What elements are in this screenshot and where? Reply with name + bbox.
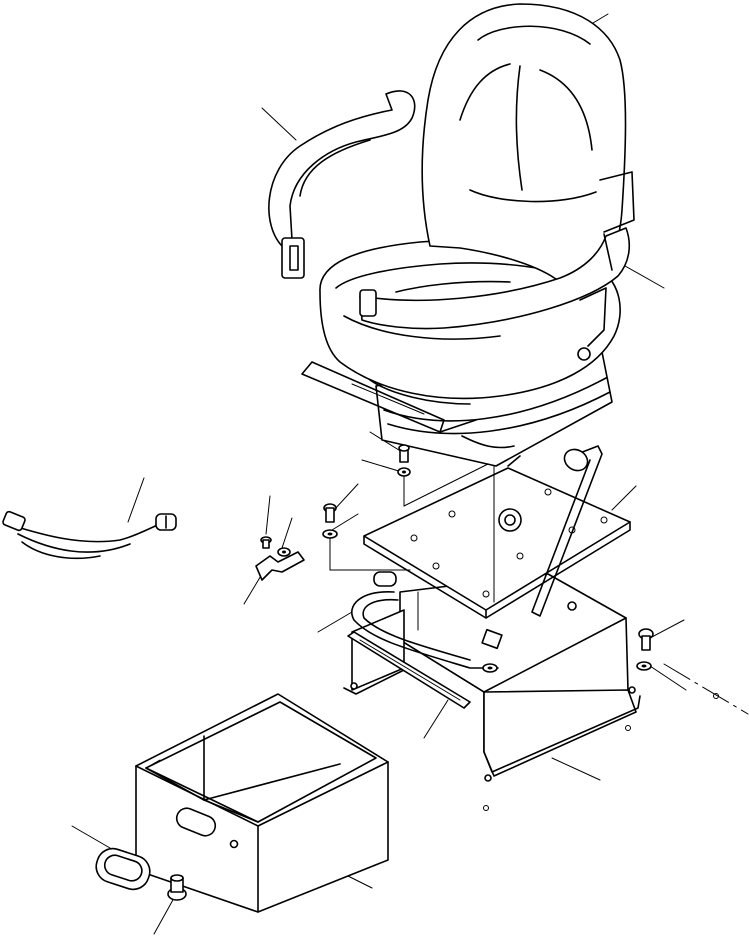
washer-low xyxy=(482,663,498,673)
box-handle xyxy=(95,847,151,891)
right-armrest xyxy=(359,227,631,361)
mount-bolt-right xyxy=(638,628,654,651)
leader-clamp xyxy=(243,573,263,605)
leader-armrest xyxy=(617,261,665,289)
leader-harness xyxy=(127,477,145,523)
leader-handle xyxy=(71,825,111,849)
wire-harness xyxy=(2,510,177,560)
seat-belt xyxy=(268,90,416,279)
leader-clamp-nut xyxy=(281,517,293,549)
washer-top xyxy=(397,467,411,477)
clamp-screw xyxy=(260,536,272,549)
clamp xyxy=(255,551,305,581)
leader-box-screw xyxy=(153,897,175,935)
leader-mount-plate xyxy=(611,485,637,511)
mount-bolt-mid xyxy=(323,503,337,523)
leader-washer-top xyxy=(361,459,403,473)
leader-bolt-top xyxy=(369,431,403,453)
leader-rail xyxy=(423,699,449,739)
leader-clamp-screw xyxy=(265,495,271,535)
leader-bolt-mid xyxy=(333,483,359,511)
washer-right xyxy=(636,661,652,671)
leader-lever xyxy=(317,611,353,633)
mount-bolt-top xyxy=(398,444,410,463)
seat-stand xyxy=(343,573,719,811)
clamp-nut xyxy=(277,547,291,557)
box-screw xyxy=(167,874,187,901)
mount-plate xyxy=(363,467,631,619)
leader-washer-mid xyxy=(331,513,359,531)
washer-mid xyxy=(322,529,338,539)
adjust-lever xyxy=(351,571,503,669)
slide-rail xyxy=(347,631,471,709)
leader-bolt-right xyxy=(649,619,685,639)
leader-stand xyxy=(551,757,601,781)
assembly-guides xyxy=(329,459,497,631)
leader-hole-right xyxy=(663,663,749,715)
seat-back xyxy=(421,3,635,283)
leader-seat-belt xyxy=(261,107,297,141)
leader-washer-right xyxy=(649,665,687,691)
